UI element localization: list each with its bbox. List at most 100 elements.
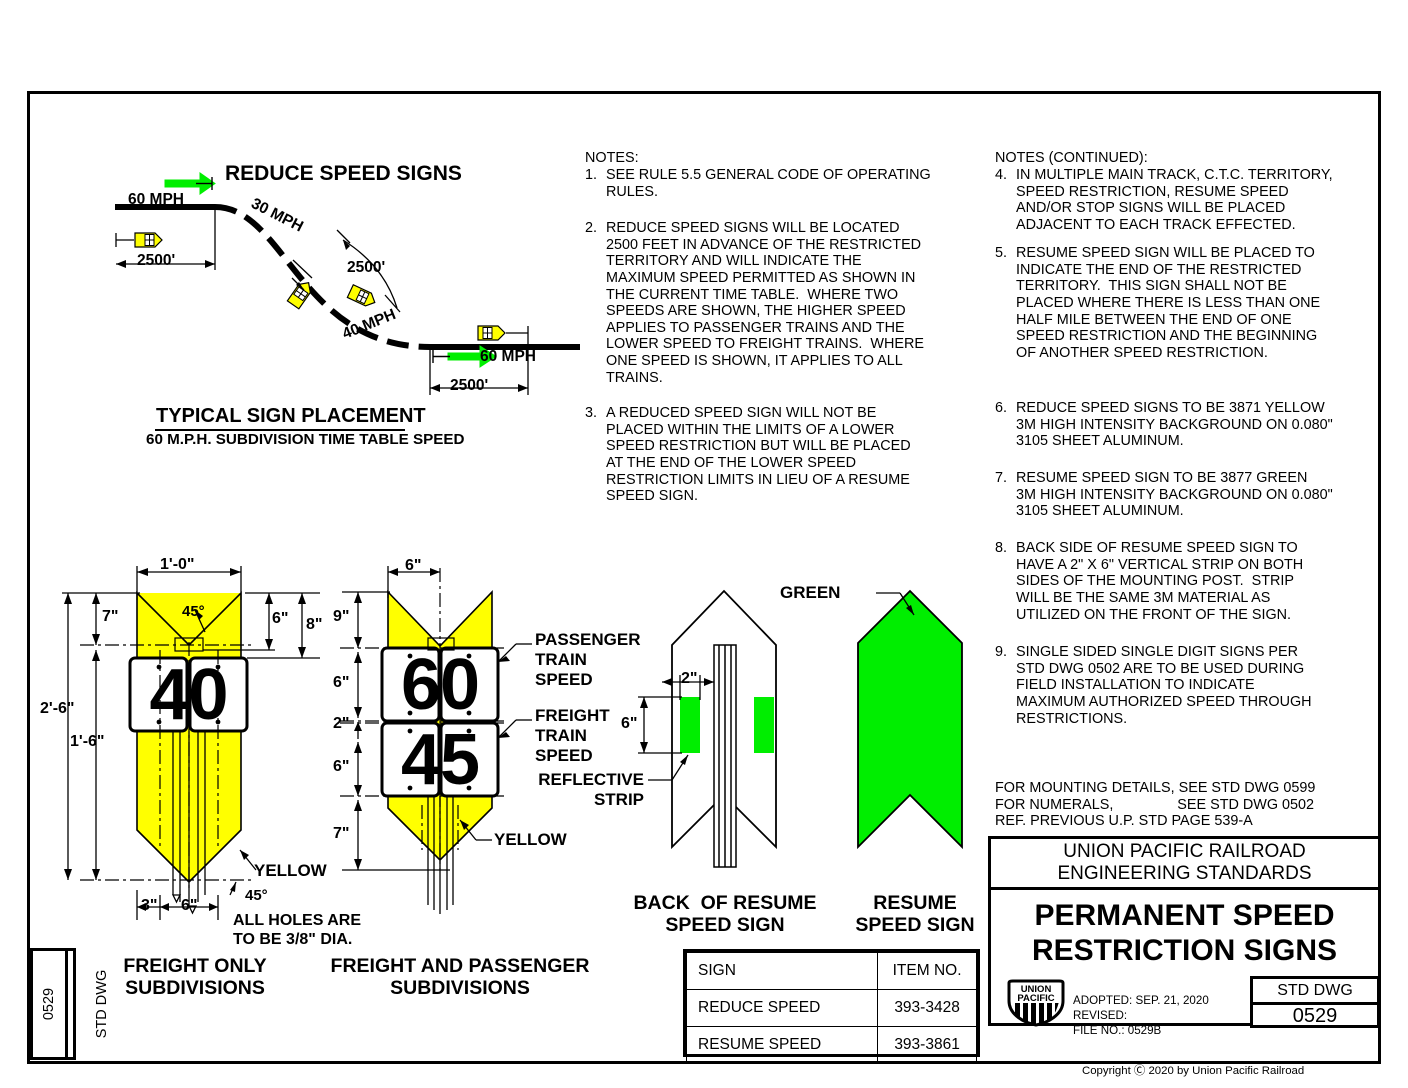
dim-6in-b-label: 6" [333,758,350,775]
passenger-train-speed-label: PASSENGER TRAIN SPEED [535,630,641,690]
drawing-references: FOR MOUNTING DETAILS, SEE STD DWG 0599 F… [995,780,1316,830]
svg-text:PACIFIC: PACIFIC [1017,993,1054,1004]
note-number: 8. [995,540,1008,556]
note-number: 5. [995,245,1008,261]
company-line-1: UNION PACIFIC RAILROAD [1063,840,1306,862]
freight-passenger-sign-detail: 60 45 6" 9" 6" 2" 6" 7" PASSENGER TRAIN … [320,550,641,999]
note-text: RESUME SPEED SIGN TO BE 3877 GREEN 3M HI… [1016,470,1333,520]
file-number: FILE NO.: 0529B [1073,1024,1162,1037]
cell-item-number: 393-3428 [877,989,977,1027]
note-text: RESUME SPEED SIGN WILL BE PLACED TO INDI… [1016,245,1321,361]
table-row: RESUME SPEED 393-3861 [685,1026,977,1064]
notes-right-column: NOTES (CONTINUED): 4. IN MULTIPLE MAIN T… [995,150,1380,829]
dim-1ft6in-label: 1'-6" [70,733,105,750]
note-item-4: 4. IN MULTIPLE MAIN TRACK, C.T.C. TERRIT… [995,167,1380,234]
dim-width-6in-label: 6" [405,557,422,574]
dim-angle-bottom-label: 45° [245,887,268,904]
resume-speed-sign-detail: GREEN RESUME SPEED SIGN [780,575,1000,936]
freight-only-caption: FREIGHT ONLY SUBDIVISIONS [123,955,267,999]
notes-left-column: NOTES: 1. SEE RULE 5.5 GENERAL CODE OF O… [585,150,980,504]
back-of-resume-sign-detail: 2" 6" REFLECTIVE STRIP BACK OF RESUME SP… [538,575,870,936]
note-number: 4. [995,167,1008,183]
note-text: BACK SIDE OF RESUME SPEED SIGN TO HAVE A… [1016,540,1304,623]
back-resume-caption: BACK OF RESUME SPEED SIGN [633,892,817,936]
left-margin-std-dwg-tab: 0529 STD DWG [30,948,111,1060]
freight-train-speed-label: FREIGHT TRAIN SPEED [535,706,610,766]
svg-text:UNION: UNION [1021,984,1052,995]
back-resume-svg [638,589,777,868]
dim-6in-strip-label: 6" [621,715,638,732]
typical-sign-placement-diagram: REDUCE SPEED SIGNS [60,150,580,450]
std-dwg-label: STD DWG [1253,979,1377,1005]
freight-passenger-svg [340,566,532,914]
dim-angle-top-label: 45° [182,603,205,620]
resume-sign-svg [857,589,963,850]
note-item-2: 2. REDUCE SPEED SIGNS WILL BE LOCATED 25… [585,220,980,386]
reflective-strip-label: REFLECTIVE STRIP [538,770,644,810]
dim-overall-label: 2'-6" [40,700,75,717]
std-dwg-number: 0529 [1292,1005,1338,1027]
note-item-3: 3. A REDUCED SPEED SIGN WILL NOT BE PLAC… [585,405,980,505]
table-header-row: SIGN ITEM NO. [685,952,977,990]
dim-6in-a-label: 6" [333,674,350,691]
plan-caption-line1: TYPICAL SIGN PLACEMENT [156,405,426,427]
note-number: 6. [995,400,1008,416]
note-text: SEE RULE 5.5 GENERAL CODE OF OPERATING R… [606,167,931,200]
yellow-callout-label: YELLOW [494,830,567,849]
note-text: A REDUCED SPEED SIGN WILL NOT BE PLACED … [606,405,911,505]
title-block: UNION PACIFIC RAILROAD ENGINEERING STAND… [988,836,1381,1037]
plan-dim-right: 2500' [450,377,489,394]
note-item-9: 9. SINGLE SIDED SINGLE DIGIT SIGNS PER S… [995,644,1380,727]
dim-2in-strip-label: 2" [681,670,698,687]
plan-dim-left: 2500' [137,252,176,269]
freight-only-svg [62,566,320,920]
left-tab-number: 0529 [33,951,69,1057]
note-text: SINGLE SIDED SINGLE DIGIT SIGNS PER STD … [1016,644,1312,727]
green-callout-label: GREEN [780,583,841,602]
note-item-5: 5. RESUME SPEED SIGN WILL BE PLACED TO I… [995,245,1380,361]
left-tab-number-text: 0529 [41,987,58,1021]
plan-label-speed-left: 60 MPH [128,191,184,208]
freight-only-sign-detail: 40 1'-0" 45° 45° 7" 6" 8" 2'-6" 1'-6" 3"… [40,550,361,999]
yellow-callout-label: YELLOW [254,861,327,880]
plan-svg [115,172,580,431]
dim-3in-label: 3" [141,897,158,914]
note-number: 3. [585,405,598,421]
note-item-6: 6. REDUCE SPEED SIGNS TO BE 3871 YELLOW … [995,400,1380,450]
dim-6in-bottom-label: 6" [181,897,198,914]
holes-note: ALL HOLES ARE TO BE 3/8" DIA. [233,912,362,948]
header-item-no: ITEM NO. [877,952,977,990]
revised-date: REVISED: [1073,1009,1128,1022]
adopted-date: ADOPTED: SEP. 21, 2020 [1073,994,1209,1007]
plan-dim-mid: 2500' [347,259,386,276]
plan-title: REDUCE SPEED SIGNS [225,162,462,185]
cell-sign-name: REDUCE SPEED [685,989,879,1027]
dim-width-label: 1'-0" [160,556,195,573]
dim-8in-label: 8" [306,616,323,633]
resume-sign-caption: RESUME SPEED SIGN [855,892,975,936]
note-item-8: 8. BACK SIDE OF RESUME SPEED SIGN TO HAV… [995,540,1380,623]
std-dwg-number-box: STD DWG 0529 [1250,976,1380,1028]
header-sign: SIGN [685,952,879,990]
dim-2in-label: 2" [333,715,350,732]
note-item-7: 7. RESUME SPEED SIGN TO BE 3877 GREEN 3M… [995,470,1380,520]
left-tab-label-text: STD DWG [94,969,111,1039]
union-pacific-shield-icon: UNION PACIFIC [1007,979,1065,1027]
notes-left-heading: NOTES: [585,150,639,166]
title-block-footer: UNION PACIFIC ADOPTED: SEP. 21, 2020 REV… [991,976,1380,1037]
freight-passenger-caption: FREIGHT AND PASSENGER SUBDIVISIONS [330,955,590,999]
table-row: REDUCE SPEED 393-3428 [685,989,977,1027]
dim-6in-label: 6" [272,610,289,627]
copyright-notice: Copyright Ⓒ 2020 by Union Pacific Railro… [1082,1065,1305,1077]
dim-9in-label: 9" [333,608,350,625]
note-number: 2. [585,220,598,236]
plan-caption-line2: 60 M.P.H. SUBDIVISION TIME TABLE SPEED [146,431,465,448]
dim-7in-label: 7" [333,825,350,842]
dim-7in-label: 7" [102,608,119,625]
note-text: REDUCE SPEED SIGNS WILL BE LOCATED 2500 … [606,220,924,386]
note-text: IN MULTIPLE MAIN TRACK, C.T.C. TERRITORY… [1016,167,1333,233]
cell-item-number: 393-3861 [877,1026,977,1064]
drawing-title-line-2: RESTRICTION SIGNS [1031,934,1338,967]
cell-sign-name: RESUME SPEED [685,1026,879,1064]
